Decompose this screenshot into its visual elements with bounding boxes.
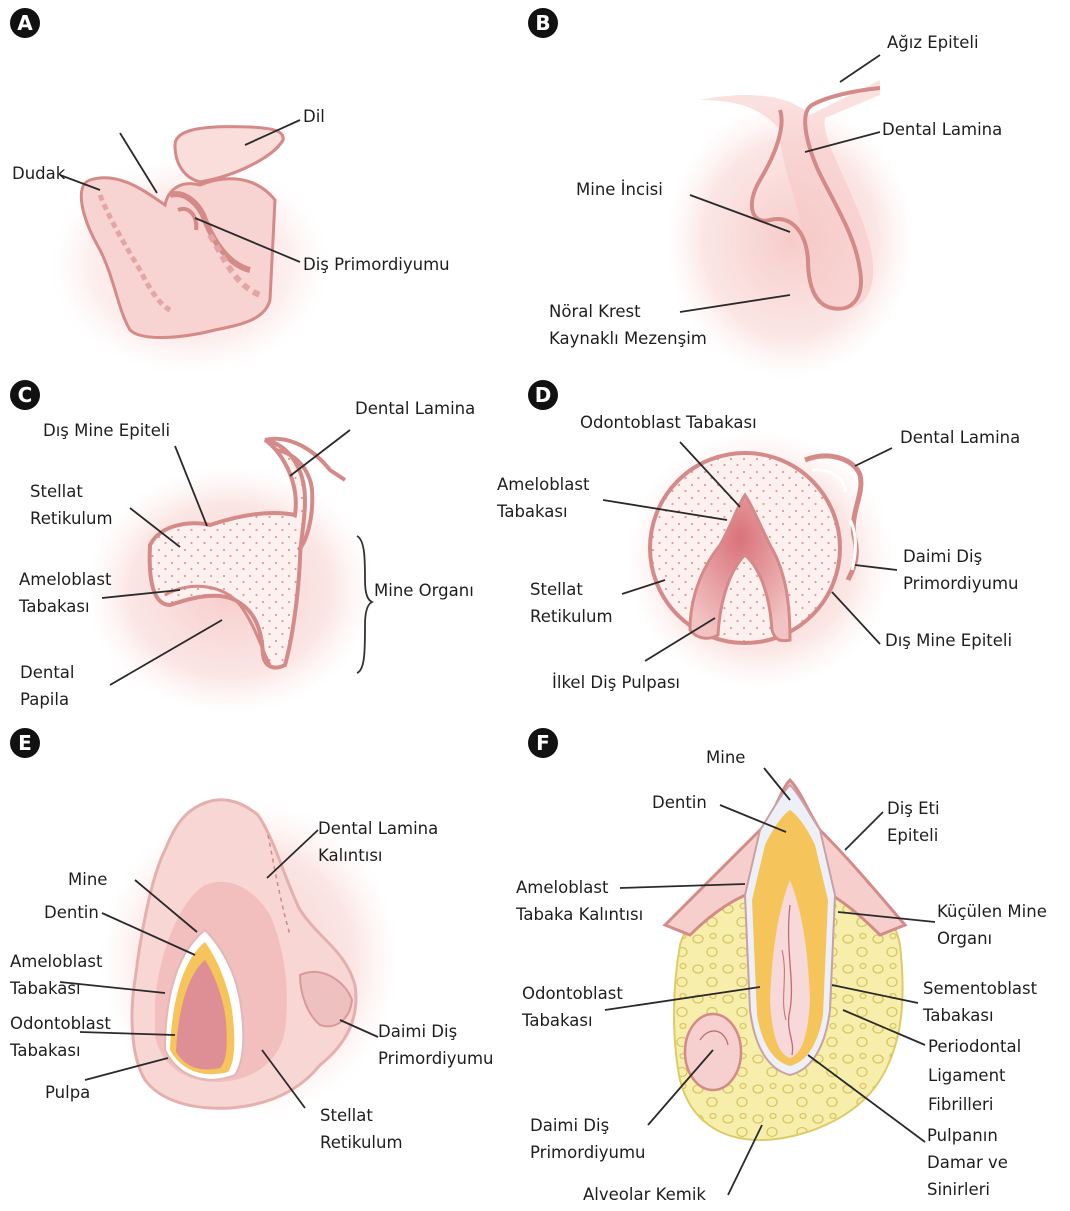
panel-e-badge: E	[10, 728, 40, 758]
label-dil: Dil	[303, 103, 325, 130]
label-dis-mine-epiteli: Dış Mine Epiteli	[43, 417, 170, 444]
label-stellat-retikulum: Stellat Retikulum	[320, 1102, 403, 1156]
label-odontoblast-tabakasi: Odontoblast Tabakası	[522, 980, 623, 1034]
label-pulpanin-damar-ve-sinirleri: Pulpanın Damar ve Sinirleri	[927, 1122, 1008, 1203]
label-odontoblast-tabakasi: Odontoblast Tabakası	[580, 409, 757, 436]
label-dental-lamina-kalintisi: Dental Lamina Kalıntısı	[318, 815, 438, 869]
label-agiz-epiteli: Ağız Epiteli	[887, 29, 979, 56]
label-dudak: Dudak	[12, 160, 65, 187]
label-daimi-dis-primordiyumu: Daimi Diş Primordiyumu	[530, 1112, 646, 1166]
label-daimi-dis-primordiyumu: Daimi Diş Primordiyumu	[378, 1018, 494, 1072]
panel-f-badge: F	[528, 728, 558, 758]
label-kuculen-mine-organi: Küçülen Mine Organı	[937, 898, 1047, 952]
label-pulpa: Pulpa	[45, 1079, 90, 1106]
label-odontoblast-tabakasi: Odontoblast Tabakası	[10, 1010, 111, 1064]
label-sementoblast-tabakasi: Sementoblast Tabakası	[923, 975, 1037, 1029]
label-noral-krest: Nöral Krest Kaynaklı Mezenşim	[549, 298, 707, 352]
label-stellat-retikulum: Stellat Retikulum	[530, 576, 613, 630]
label-dis-primordiyumu: Diş Primordiyumu	[303, 251, 450, 278]
panel-b-badge: B	[528, 8, 558, 38]
panel-a-illustration	[50, 127, 330, 375]
label-dentin: Dentin	[652, 789, 707, 816]
label-mine: Mine	[706, 744, 745, 771]
label-ameloblast-tabakasi: Ameloblast Tabakası	[10, 948, 102, 1002]
label-periodontal-ligament-fibrilleri: Periodontal Ligament Fibrilleri	[928, 1032, 1021, 1119]
label-ameloblast-tabaka-kalintisi: Ameloblast Tabaka Kalıntısı	[516, 874, 643, 928]
label-dis-eti-epiteli: Diş Eti Epiteli	[887, 795, 940, 849]
label-ilkel-dis-pulpasi: İlkel Diş Pulpası	[552, 669, 680, 696]
label-mine-organi: Mine Organı	[374, 577, 474, 604]
label-dis-mine-epiteli: Dış Mine Epiteli	[885, 627, 1012, 654]
panel-f-illustration	[665, 780, 905, 1140]
label-dentin: Dentin	[44, 899, 99, 926]
label-stellat-retikulum: Stellat Retikulum	[30, 478, 113, 532]
label-mine-incisi: Mine İncisi	[576, 176, 663, 203]
label-mine: Mine	[68, 866, 107, 893]
label-alveolar-kemik: Alveolar Kemik	[583, 1181, 706, 1208]
panel-d-badge: D	[528, 380, 558, 410]
label-dental-papila: Dental Papila	[20, 659, 74, 713]
label-dental-lamina: Dental Lamina	[355, 395, 475, 422]
label-dental-lamina: Dental Lamina	[900, 424, 1020, 451]
label-dental-lamina: Dental Lamina	[882, 116, 1002, 143]
panel-a-badge: A	[10, 8, 40, 38]
label-ameloblast-tabakasi: Ameloblast Tabakası	[497, 471, 589, 525]
label-ameloblast-tabakasi: Ameloblast Tabakası	[19, 566, 111, 620]
panel-c-badge: C	[10, 380, 40, 410]
panel-d-illustration	[625, 430, 895, 690]
label-daimi-dis-primordiyumu: Daimi Diş Primordiyumu	[903, 543, 1019, 597]
